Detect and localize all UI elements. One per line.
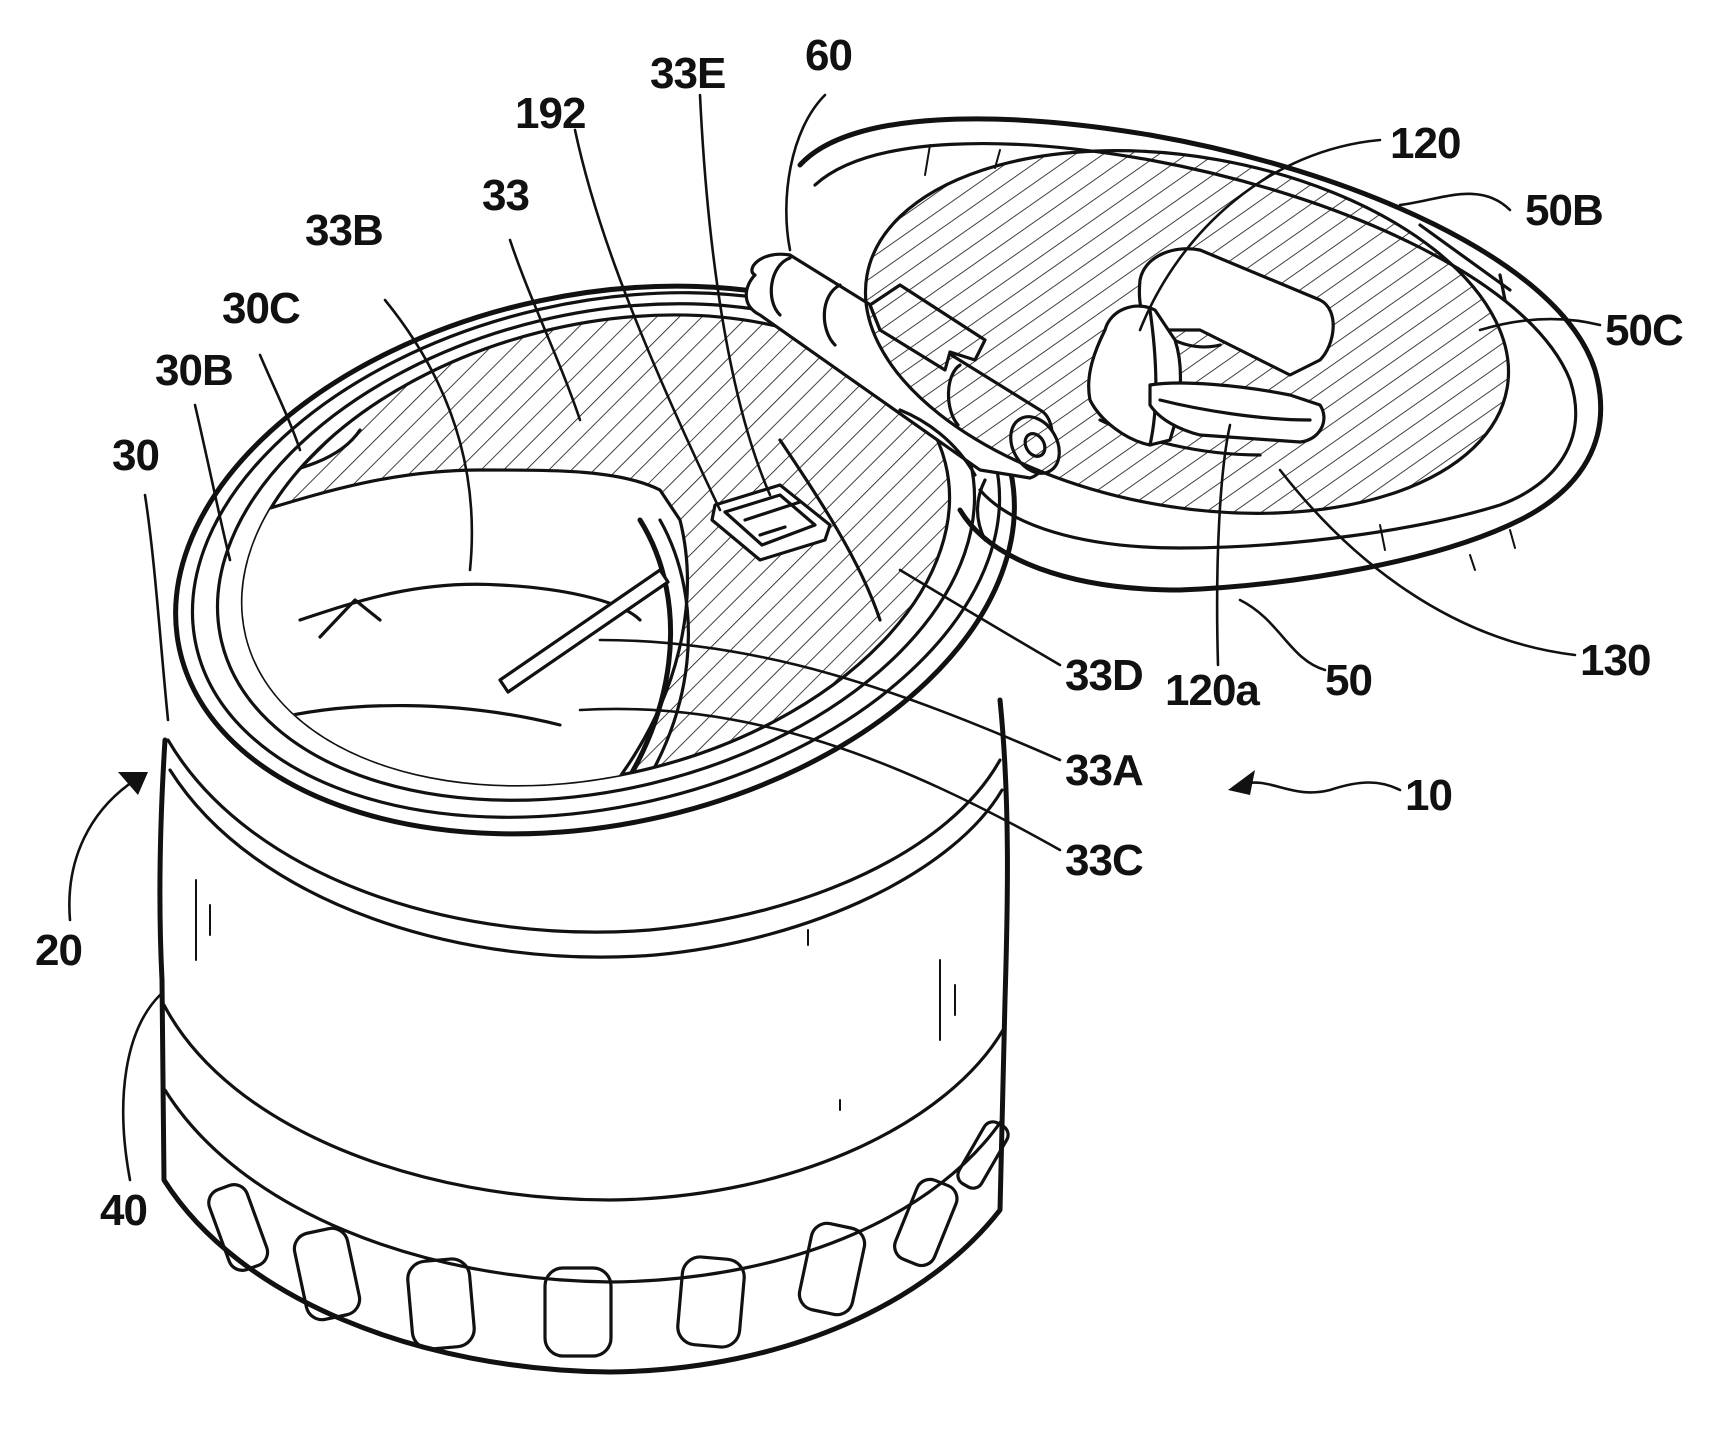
label-60: 60 xyxy=(805,31,852,80)
label-130: 130 xyxy=(1580,636,1650,685)
label-40: 40 xyxy=(100,1186,147,1235)
label-33C: 33C xyxy=(1065,836,1143,885)
base-ring-windows xyxy=(205,1118,1012,1356)
label-30C: 30C xyxy=(222,284,300,333)
label-50: 50 xyxy=(1325,656,1372,705)
label-192: 192 xyxy=(515,89,585,138)
label-120: 120 xyxy=(1390,119,1460,168)
label-33E: 33E xyxy=(650,49,725,98)
base-ring-lower-edge xyxy=(165,1090,1002,1282)
label-120a: 120a xyxy=(1165,666,1260,715)
container-body xyxy=(160,700,1012,1372)
label-10: 10 xyxy=(1405,771,1452,820)
label-33D: 33D xyxy=(1065,651,1143,700)
body-shading-lines xyxy=(196,880,955,1110)
label-33B: 33B xyxy=(305,206,383,255)
label-50C: 50C xyxy=(1605,306,1683,355)
jar-side-wall xyxy=(160,700,1008,1372)
base-ring-top-edge xyxy=(164,1005,1003,1200)
scoop-insert xyxy=(200,470,687,850)
label-50B: 50B xyxy=(1525,186,1603,235)
label-33A: 33A xyxy=(1065,746,1143,795)
shoulder-band-2 xyxy=(170,770,1002,957)
label-30B: 30B xyxy=(155,346,233,395)
label-33: 33 xyxy=(482,171,529,220)
label-20: 20 xyxy=(35,926,82,975)
label-30: 30 xyxy=(112,431,159,480)
